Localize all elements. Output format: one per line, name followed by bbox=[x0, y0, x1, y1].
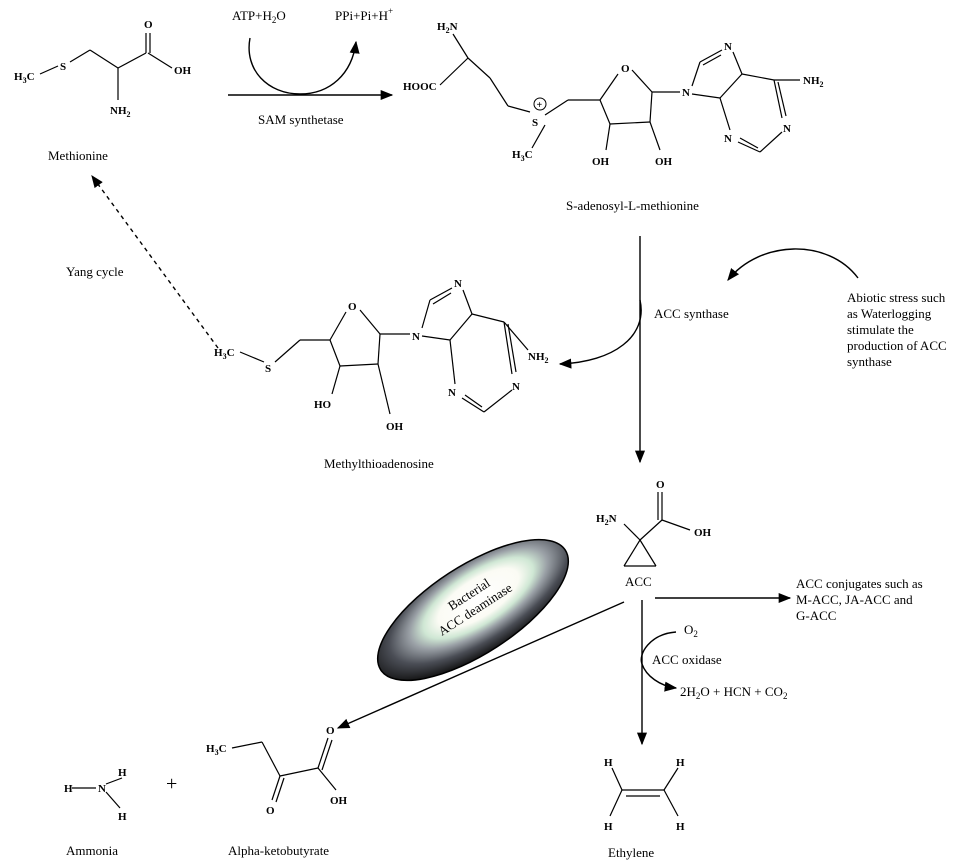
atp-h2o-label: ATP+H2O bbox=[232, 8, 286, 25]
sam-structure: H2N HOOC S + H3C O OH OH N N bbox=[403, 21, 824, 168]
mta-n1-label: N bbox=[512, 381, 520, 393]
mta-s-label: S bbox=[265, 363, 271, 375]
acc-to-deaminase-products-arrow bbox=[336, 601, 625, 729]
sam-nh2-label: NH2 bbox=[803, 75, 824, 89]
mta-oh2-label: OH bbox=[386, 421, 404, 433]
sam-h3c-label: H3C bbox=[512, 149, 533, 163]
svg-text:stimulate the: stimulate the bbox=[847, 322, 914, 337]
ammonia-h-bottom: H bbox=[118, 811, 127, 823]
svg-text:as Waterlogging: as Waterlogging bbox=[847, 306, 932, 321]
methionine-oh-label: OH bbox=[174, 65, 192, 77]
ethylene-structure: H H H H bbox=[604, 757, 685, 833]
ppi-pi-label: PPi+Pi+H+ bbox=[335, 6, 393, 23]
ammonia-h-left: H bbox=[64, 783, 73, 795]
plus-sign: + bbox=[166, 773, 177, 795]
methionine-nh2-label: NH2 bbox=[110, 105, 131, 119]
ethylene-h1: H bbox=[604, 757, 613, 769]
oxidase-products-label: 2H2O + HCN + CO2 bbox=[680, 684, 787, 701]
mta-structure: H3C S O HO OH N N NH2 N N bbox=[214, 278, 549, 433]
mta-n9-label: N bbox=[412, 331, 420, 343]
akb-ketone-o-label: O bbox=[266, 805, 275, 817]
conjugates-label: ACC conjugates such as M-ACC, JA-ACC and… bbox=[796, 576, 923, 623]
sam-oh1-label: OH bbox=[592, 156, 610, 168]
mta-n7-label: N bbox=[454, 278, 462, 290]
methionine-s-label: S bbox=[60, 61, 66, 73]
mta-oh1-label: HO bbox=[314, 399, 332, 411]
acc-oxidase-label: ACC oxidase bbox=[652, 652, 722, 667]
acc-structure: H2N O OH bbox=[596, 479, 712, 567]
sam-n3-label: N bbox=[724, 133, 732, 145]
sam-h2n-label: H2N bbox=[437, 21, 458, 35]
sam-n9-label: N bbox=[682, 87, 690, 99]
sam-name: S-adenosyl-L-methionine bbox=[566, 198, 699, 213]
svg-text:synthase: synthase bbox=[847, 354, 892, 369]
methionine-o-label: O bbox=[144, 19, 153, 31]
sam-s-label: S bbox=[532, 117, 538, 129]
acc-oxidase-side-arrow bbox=[640, 631, 678, 692]
ethylene-h3: H bbox=[604, 821, 613, 833]
sam-n7-label: N bbox=[724, 41, 732, 53]
sam-n1-label: N bbox=[783, 123, 791, 135]
stress-note: Abiotic stress such as Waterlogging stim… bbox=[847, 290, 947, 369]
mta-n3-label: N bbox=[448, 387, 456, 399]
ethylene-h4: H bbox=[676, 821, 685, 833]
ammonia-name: Ammonia bbox=[66, 843, 118, 858]
akb-oh-label: OH bbox=[330, 795, 348, 807]
acc-synthase-label: ACC synthase bbox=[654, 306, 729, 321]
acc-name: ACC bbox=[625, 574, 652, 589]
methionine-structure: H3C S O OH NH2 bbox=[14, 19, 192, 119]
ethylene-h2: H bbox=[676, 757, 685, 769]
ammonia-n-label: N bbox=[98, 783, 106, 795]
sam-synthetase-label: SAM synthetase bbox=[258, 112, 344, 127]
sam-oh2-label: OH bbox=[655, 156, 673, 168]
mta-name: Methylthioadenosine bbox=[324, 456, 434, 471]
yang-cycle-arrow bbox=[91, 174, 219, 349]
svg-text:ACC conjugates such as: ACC conjugates such as bbox=[796, 576, 923, 591]
alpha-ketobutyrate-name: Alpha-ketobutyrate bbox=[228, 843, 329, 858]
methionine-name: Methionine bbox=[48, 148, 108, 163]
svg-text:G-ACC: G-ACC bbox=[796, 608, 836, 623]
svg-text:Abiotic stress such: Abiotic stress such bbox=[847, 290, 946, 305]
acc-h2n-label: H2N bbox=[596, 513, 617, 527]
svg-text:M-ACC, JA-ACC and: M-ACC, JA-ACC and bbox=[796, 592, 913, 607]
akb-h3c-label: H3C bbox=[206, 743, 227, 757]
o2-label: O2 bbox=[684, 622, 698, 639]
ethylene-name: Ethylene bbox=[608, 845, 654, 860]
mta-h3c-label: H3C bbox=[214, 347, 235, 361]
svg-text:production of ACC: production of ACC bbox=[847, 338, 947, 353]
yang-cycle-label: Yang cycle bbox=[66, 264, 124, 279]
acc-oh-label: OH bbox=[694, 527, 712, 539]
stress-arrow bbox=[727, 248, 859, 281]
bacterial-acc-deaminase-capsule: Bacterial ACC deaminase bbox=[376, 538, 570, 682]
mta-release-arrow bbox=[558, 299, 642, 369]
akb-acid-o-label: O bbox=[326, 725, 335, 737]
sam-s-charge: + bbox=[537, 100, 543, 111]
sam-ring-o-label: O bbox=[621, 63, 630, 75]
mta-ring-o-label: O bbox=[348, 301, 357, 313]
alpha-ketobutyrate-structure: H3C O O OH bbox=[206, 725, 348, 817]
mta-nh2-label: NH2 bbox=[528, 351, 549, 365]
acc-o-label: O bbox=[656, 479, 665, 491]
methionine-h3c-label: H3C bbox=[14, 71, 35, 85]
ammonia-h-top: H bbox=[118, 767, 127, 779]
sam-synthetase-cofactor-arrow bbox=[248, 37, 360, 95]
ammonia-structure: H N H H bbox=[64, 767, 127, 823]
sam-hooc-label: HOOC bbox=[403, 81, 437, 93]
